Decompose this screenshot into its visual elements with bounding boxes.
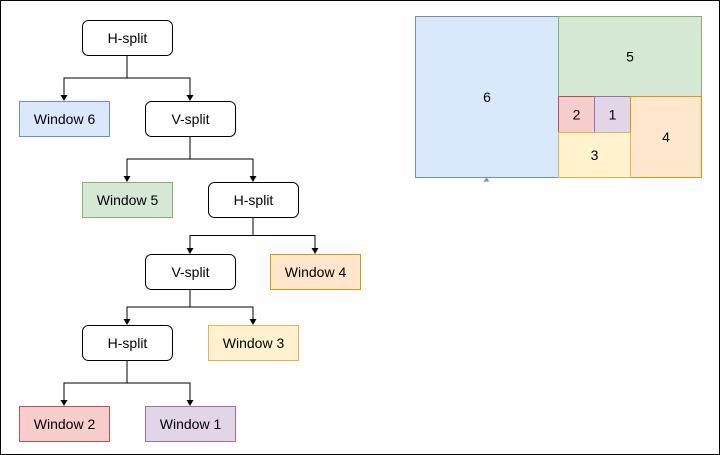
connector-line: [189, 289, 254, 320]
node-box: [145, 254, 236, 290]
tile-label: 2: [573, 107, 581, 123]
tile-label: 6: [483, 89, 491, 105]
edge-h3-w2: [60, 360, 128, 406]
preview-tile-2: 2: [558, 96, 595, 133]
node-label: Window 6: [34, 111, 96, 127]
tile-label: 3: [591, 147, 599, 163]
tile-label: 4: [662, 129, 670, 145]
arrowhead-icon: [60, 400, 68, 406]
connector-line: [63, 55, 128, 96]
node-box: [208, 182, 299, 218]
edge-v1-h2: [189, 136, 257, 182]
node-label: V-split: [171, 111, 209, 127]
node-box: [82, 20, 173, 56]
arrowhead-icon: [186, 248, 194, 254]
edge-h2-w4: [252, 217, 319, 254]
node-box: [270, 254, 361, 290]
arrowhead-icon: [60, 95, 68, 101]
connector-line: [189, 217, 254, 249]
arrowhead-icon: [123, 319, 131, 325]
node-box: [82, 325, 173, 361]
connector-line: [252, 217, 316, 249]
connector-line: [126, 360, 191, 401]
node-label: Window 3: [223, 335, 285, 351]
connector-line: [126, 55, 191, 96]
edge-v1-w5: [123, 136, 191, 182]
tile-label: 5: [626, 49, 634, 65]
split-node-v2: V-split: [145, 254, 236, 290]
node-label: H-split: [234, 192, 274, 208]
tile-box: [594, 96, 631, 133]
resize-handle-icon[interactable]: [483, 177, 490, 182]
node-box: [82, 182, 173, 218]
node-box: [19, 406, 110, 442]
connector-line: [126, 289, 191, 320]
node-box: [145, 406, 236, 442]
tile-box: [558, 16, 702, 97]
connector-line: [63, 360, 128, 401]
preview-tile-5: 5: [558, 16, 702, 97]
edge-h1-v1: [126, 55, 194, 101]
preview-tile-6: 6: [415, 16, 559, 178]
tile-box: [558, 132, 631, 178]
edge-v2-h3: [123, 289, 191, 325]
edge-v2-w3: [189, 289, 257, 325]
tile-box: [630, 96, 702, 178]
preview-tile-4: 4: [630, 96, 702, 178]
arrowhead-icon: [186, 95, 194, 101]
node-box: [145, 101, 236, 137]
connector-line: [126, 136, 191, 177]
edge-h2-v2: [186, 217, 254, 254]
node-box: [208, 325, 299, 361]
node-label: Window 5: [97, 192, 159, 208]
window-node-w5: Window 5: [82, 182, 173, 218]
split-node-h3: H-split: [82, 325, 173, 361]
layout-preview: 6 5 2 1 4 3: [415, 16, 702, 182]
arrowhead-icon: [249, 319, 257, 325]
edge-h3-w1: [126, 360, 194, 406]
connector-line: [189, 136, 254, 177]
node-label: H-split: [108, 335, 148, 351]
node-label: H-split: [108, 30, 148, 46]
preview-tile-1: 1: [594, 96, 631, 133]
arrowhead-icon: [249, 176, 257, 182]
node-label: Window 1: [160, 416, 222, 432]
window-node-w2: Window 2: [19, 406, 110, 442]
split-node-h1: H-split: [82, 20, 173, 56]
split-node-h2: H-split: [208, 182, 299, 218]
preview-tile-3: 3: [558, 132, 631, 178]
node-label: Window 2: [34, 416, 96, 432]
window-node-w4: Window 4: [270, 254, 361, 290]
window-node-w6: Window 6: [19, 101, 110, 137]
arrowhead-icon: [123, 176, 131, 182]
window-node-w3: Window 3: [208, 325, 299, 361]
arrowhead-icon: [311, 248, 319, 254]
tile-box: [415, 16, 559, 178]
split-node-v1: V-split: [145, 101, 236, 137]
node-box: [19, 101, 110, 137]
tile-label: 1: [609, 107, 617, 123]
node-label: Window 4: [285, 264, 347, 280]
tree-edges: [60, 55, 319, 406]
node-label: V-split: [171, 264, 209, 280]
window-node-w1: Window 1: [145, 406, 236, 442]
edge-h1-w6: [60, 55, 128, 101]
arrowhead-icon: [186, 400, 194, 406]
